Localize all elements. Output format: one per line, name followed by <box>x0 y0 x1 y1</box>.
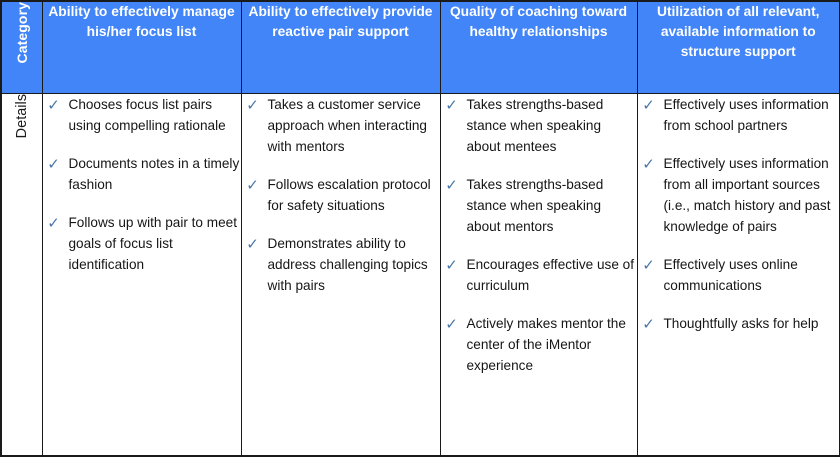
column-header-3-text: Quality of coaching toward healthy relat… <box>449 4 628 39</box>
check-icon: ✓ <box>642 256 655 274</box>
column-header-3: Quality of coaching toward healthy relat… <box>439 0 638 94</box>
list-item: ✓ Takes strengths-based stance when spea… <box>441 94 637 157</box>
list-item-text: Thoughtfully asks for help <box>663 315 819 331</box>
check-icon: ✓ <box>445 176 458 194</box>
details-cell-3: ✓ Takes strengths-based stance when spea… <box>439 92 638 457</box>
list-item: ✓ Encourages effective use of curriculum <box>441 254 637 296</box>
list-item: ✓ Thoughtfully asks for help <box>638 313 840 335</box>
check-icon: ✓ <box>246 176 259 194</box>
list-item-text: Takes a customer service approach when i… <box>267 96 427 154</box>
list-item: ✓ Follows escalation protocol for safety… <box>242 174 440 216</box>
list-item-text: Follows escalation protocol for safety s… <box>267 176 431 213</box>
list-item-text: Takes strengths-based stance when speaki… <box>466 176 604 234</box>
details-cell-4: ✓ Effectively uses information from scho… <box>636 92 840 457</box>
check-icon: ✓ <box>246 235 259 253</box>
check-icon: ✓ <box>445 96 458 114</box>
check-icon: ✓ <box>47 214 60 232</box>
list-item-text: Effectively uses information from all im… <box>663 155 831 234</box>
column-header-4: Utilization of all relevant, available i… <box>636 0 840 94</box>
list-item: ✓ Chooses focus list pairs using compell… <box>43 94 241 136</box>
list-item-text: Takes strengths-based stance when speaki… <box>466 96 604 154</box>
details-cell-2: ✓ Takes a customer service approach when… <box>240 92 441 457</box>
check-icon: ✓ <box>246 96 259 114</box>
list-item: ✓ Takes strengths-based stance when spea… <box>441 174 637 237</box>
column-header-1-text: Ability to effectively manage his/her fo… <box>48 4 235 39</box>
check-list-2: ✓ Takes a customer service approach when… <box>242 94 440 296</box>
details-cell-1: ✓ Chooses focus list pairs using compell… <box>41 92 242 457</box>
check-icon: ✓ <box>445 315 458 333</box>
list-item-text: Encourages effective use of curriculum <box>466 256 635 293</box>
list-item: ✓ Follows up with pair to meet goals of … <box>43 212 241 275</box>
details-label-text: Details <box>13 93 30 138</box>
check-list-1: ✓ Chooses focus list pairs using compell… <box>43 94 241 275</box>
list-item: ✓ Effectively uses information from all … <box>638 153 840 237</box>
check-list-4: ✓ Effectively uses information from scho… <box>638 94 840 335</box>
check-icon: ✓ <box>445 256 458 274</box>
list-item-text: Effectively uses information from school… <box>663 96 829 133</box>
check-icon: ✓ <box>642 96 655 114</box>
column-header-2: Ability to effectively provide reactive … <box>240 0 441 94</box>
row-label-category: Category <box>0 0 43 94</box>
list-item: ✓ Takes a customer service approach when… <box>242 94 440 157</box>
table-details-row: Details ✓ Chooses focus list pairs using… <box>0 92 840 457</box>
list-item-text: Chooses focus list pairs using compellin… <box>68 96 226 133</box>
check-icon: ✓ <box>47 96 60 114</box>
list-item: ✓ Documents notes in a timely fashion <box>43 153 241 195</box>
column-header-4-text: Utilization of all relevant, available i… <box>656 4 820 59</box>
list-item-text: Demonstrates ability to address challeng… <box>267 235 428 293</box>
list-item: ✓ Actively makes mentor the center of th… <box>441 313 637 376</box>
list-item-text: Follows up with pair to meet goals of fo… <box>68 214 237 272</box>
column-header-2-text: Ability to effectively provide reactive … <box>248 4 433 39</box>
list-item: ✓ Effectively uses online communications <box>638 254 840 296</box>
check-list-3: ✓ Takes strengths-based stance when spea… <box>441 94 637 376</box>
list-item: ✓ Effectively uses information from scho… <box>638 94 840 136</box>
list-item-text: Actively makes mentor the center of the … <box>466 315 626 373</box>
check-icon: ✓ <box>642 155 655 173</box>
list-item-text: Effectively uses online communications <box>663 256 798 293</box>
column-header-1: Ability to effectively manage his/her fo… <box>41 0 242 94</box>
row-label-details: Details <box>0 92 43 457</box>
check-icon: ✓ <box>47 155 60 173</box>
category-label-text: Category <box>13 2 30 64</box>
table-header-row: Category Ability to effectively manage h… <box>0 0 840 94</box>
list-item-text: Documents notes in a timely fashion <box>68 155 240 192</box>
list-item: ✓ Demonstrates ability to address challe… <box>242 233 440 296</box>
check-icon: ✓ <box>642 315 655 333</box>
